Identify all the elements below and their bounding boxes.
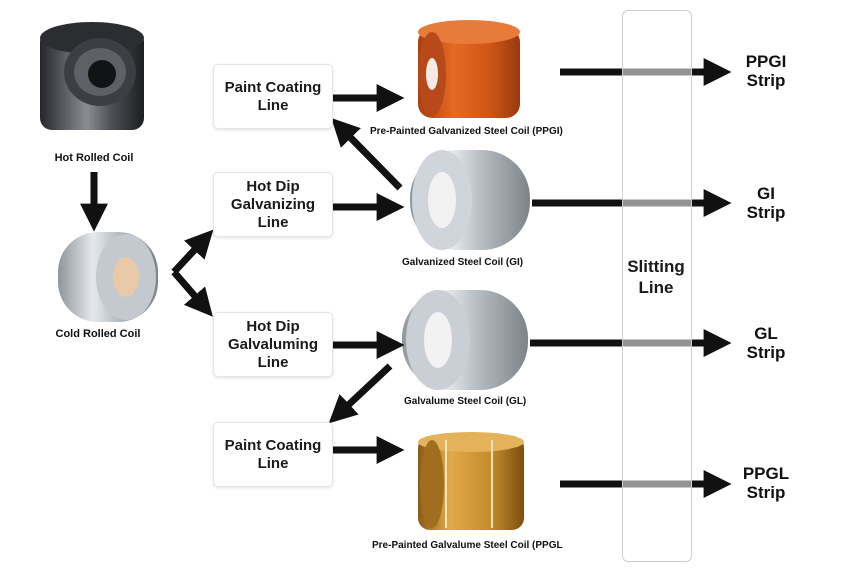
slitting-line-label: Slitting Line — [627, 257, 685, 297]
gi-strip-label: GI Strip — [746, 184, 786, 222]
cold-rolled-coil-label: Cold Rolled Coil — [55, 328, 141, 340]
gi-coil-image — [410, 150, 530, 250]
cold-rolled-coil-image — [58, 232, 158, 322]
gl-coil-image — [402, 290, 528, 390]
gi-coil-label: Galvanized Steel Coil (GI) — [402, 257, 524, 268]
arrow-cold-to-galvaluming — [171, 269, 213, 317]
ppgi-strip-label: PPGI Strip — [745, 52, 787, 90]
hot-rolled-coil-image — [40, 22, 144, 130]
hot-dip-galvaluming-line: Hot Dip Galvaluming Line — [213, 312, 333, 377]
paint-coating-line-top: Paint Coating Line — [213, 64, 333, 129]
hot-dip-galvanizing-line: Hot Dip Galvanizing Line — [213, 172, 333, 237]
arrow-gl-to-paint-bottom — [328, 363, 393, 424]
hot-rolled-coil-label: Hot Rolled Coil — [54, 152, 134, 164]
gl-strip-label: GL Strip — [746, 324, 786, 362]
ppgl-coil-image — [418, 432, 524, 530]
ppgi-coil-label: Pre-Painted Galvanized Steel Coil (PPGI) — [370, 126, 563, 137]
ppgi-coil-image — [418, 20, 520, 118]
ppgl-coil-label: Pre-Painted Galvalume Steel Coil (PPGL — [372, 540, 563, 551]
paint-coating-line-bottom: Paint Coating Line — [213, 422, 333, 487]
ppgl-strip-label: PPGL Strip — [742, 464, 790, 502]
arrow-cold-to-galvanizing — [171, 229, 214, 275]
gl-coil-label: Galvalume Steel Coil (GL) — [404, 396, 527, 407]
arrow-gi-to-paint-top — [331, 118, 403, 191]
slitting-line-frame — [622, 10, 692, 562]
